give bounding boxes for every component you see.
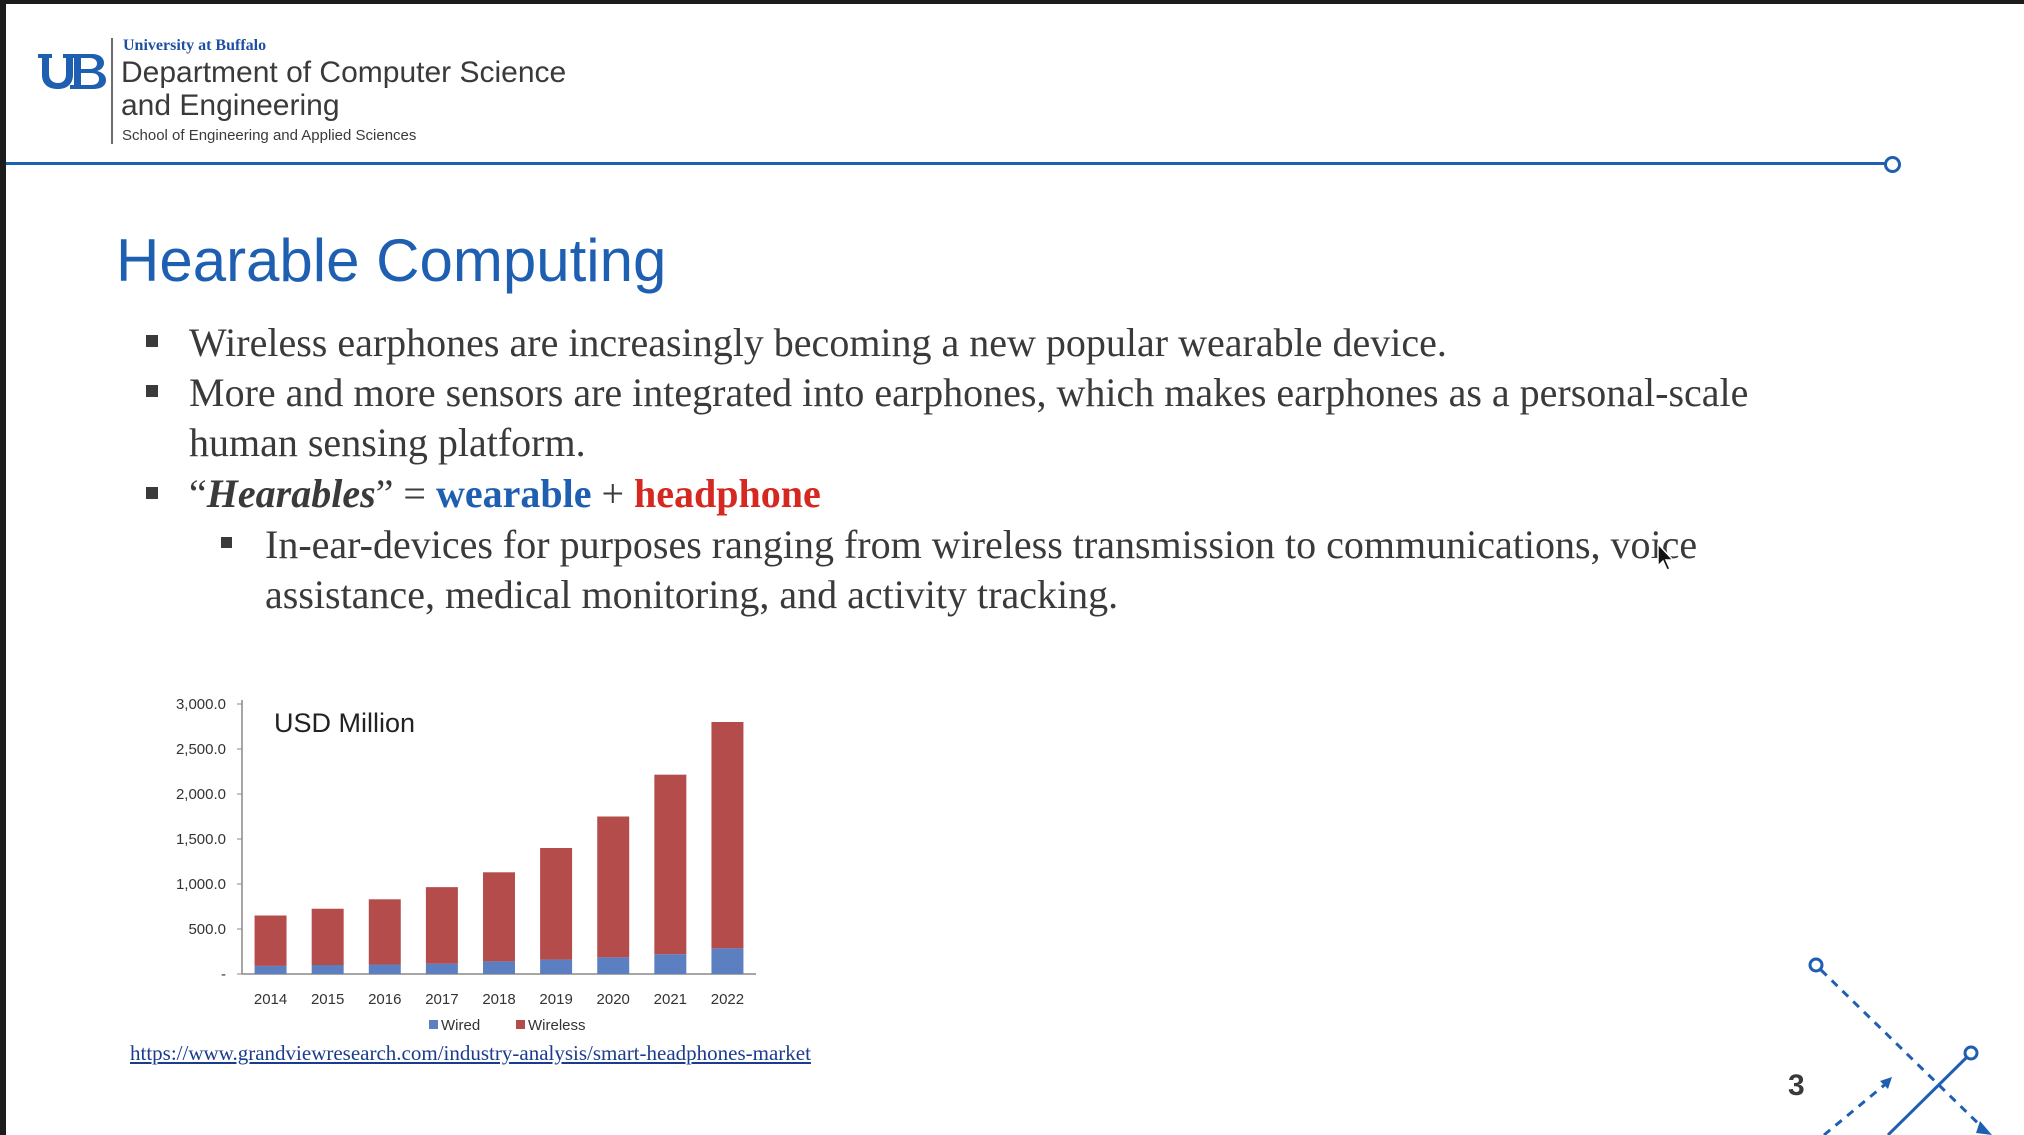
bar-wired: [597, 957, 630, 974]
y-tick-label: 500.0: [188, 921, 226, 938]
corner-decoration-icon: [1808, 957, 1992, 1135]
x-tick-label: 2019: [539, 991, 572, 1008]
x-tick-label: 2018: [482, 991, 515, 1008]
bullet-3: “Hearables” = wearable + headphone: [189, 469, 821, 519]
x-tick-label: 2022: [711, 991, 744, 1008]
y-tick-label: 2,000.0: [176, 786, 226, 803]
bar-wired: [540, 959, 573, 974]
school-name: School of Engineering and Applied Scienc…: [122, 127, 417, 144]
bar-wired: [254, 965, 287, 974]
header-rule: [6, 162, 1886, 165]
y-tick-label: 1,500.0: [176, 831, 226, 848]
x-tick-label: 2021: [654, 991, 687, 1008]
chart-title: USD Million: [274, 708, 415, 738]
legend-label-wired: Wired: [441, 1017, 480, 1034]
x-tick-label: 2016: [368, 991, 401, 1008]
bullet-2-line-2: human sensing platform.: [189, 420, 586, 465]
slide: University at Buffalo Department of Comp…: [6, 4, 2024, 1135]
plus-sign: +: [591, 471, 635, 516]
legend-swatch-wireless: [516, 1020, 525, 1029]
open-quote: “: [189, 471, 207, 516]
department-line-2: and Engineering: [121, 89, 340, 122]
bullet-marker: [146, 385, 158, 397]
rule-end-circle: [1884, 156, 1901, 173]
legend-label-wireless: Wireless: [528, 1017, 586, 1034]
page-number: 3: [1788, 1069, 1805, 1102]
bar-wired: [711, 948, 744, 974]
department-name: Department of Computer Science and Engin…: [121, 56, 641, 122]
y-tick-label: 1,000.0: [176, 876, 226, 893]
bullet-marker: [146, 487, 158, 499]
wearable-word: wearable: [435, 471, 592, 516]
bar-wireless: [540, 848, 573, 960]
source-link[interactable]: https://www.grandviewresearch.com/indust…: [130, 1041, 811, 1065]
bar-wireless: [311, 908, 344, 965]
bar-wireless: [425, 887, 458, 964]
bar-wired: [483, 961, 515, 974]
bar-wireless: [254, 915, 287, 966]
ub-logo-icon: [38, 54, 106, 89]
y-tick-label: -: [221, 966, 226, 983]
y-tick-label: 2,500.0: [176, 741, 226, 758]
bar-wireless: [368, 899, 401, 965]
university-name: University at Buffalo: [123, 37, 267, 54]
bar-wired: [368, 964, 401, 974]
bar-wireless: [654, 774, 687, 955]
bar-wireless: [483, 872, 515, 962]
x-tick-label: 2015: [311, 991, 344, 1008]
logo-divider: [111, 38, 113, 144]
bar-wired: [425, 963, 458, 974]
y-tick-label: 3,000.0: [176, 696, 226, 713]
bullet-1: Wireless earphones are increasingly beco…: [189, 320, 1447, 365]
sub-bullet-line-2: assistance, medical monitoring, and acti…: [265, 572, 1119, 617]
mouse-cursor-icon: [1657, 542, 1675, 571]
x-tick-label: 2017: [425, 991, 458, 1008]
market-chart: - 500.0 1,000.0 1,500.0 2,000.0 2,500.0 3,000.…: [176, 696, 756, 1034]
bullet-2-line-1: More and more sensors are integrated int…: [189, 370, 1749, 415]
bar-wireless: [597, 816, 630, 958]
bullet-marker: [146, 335, 158, 347]
hearables-term: Hearables: [206, 471, 376, 516]
sub-bullet-line-1: In-ear-devices for purposes ranging from…: [265, 522, 1698, 567]
sub-bullet-marker: [221, 537, 232, 548]
x-tick-label: 2014: [254, 991, 287, 1008]
department-line-1: Department of Computer Science: [121, 56, 567, 89]
legend-swatch-wired: [429, 1020, 438, 1029]
slide-title: Hearable Computing: [116, 227, 667, 294]
close-quote-equals: ” =: [375, 471, 436, 516]
x-tick-label: 2020: [597, 991, 630, 1008]
headphone-word: headphone: [634, 471, 821, 516]
bar-wired: [654, 954, 687, 974]
bar-wired: [311, 965, 344, 974]
bar-wireless: [711, 722, 744, 949]
